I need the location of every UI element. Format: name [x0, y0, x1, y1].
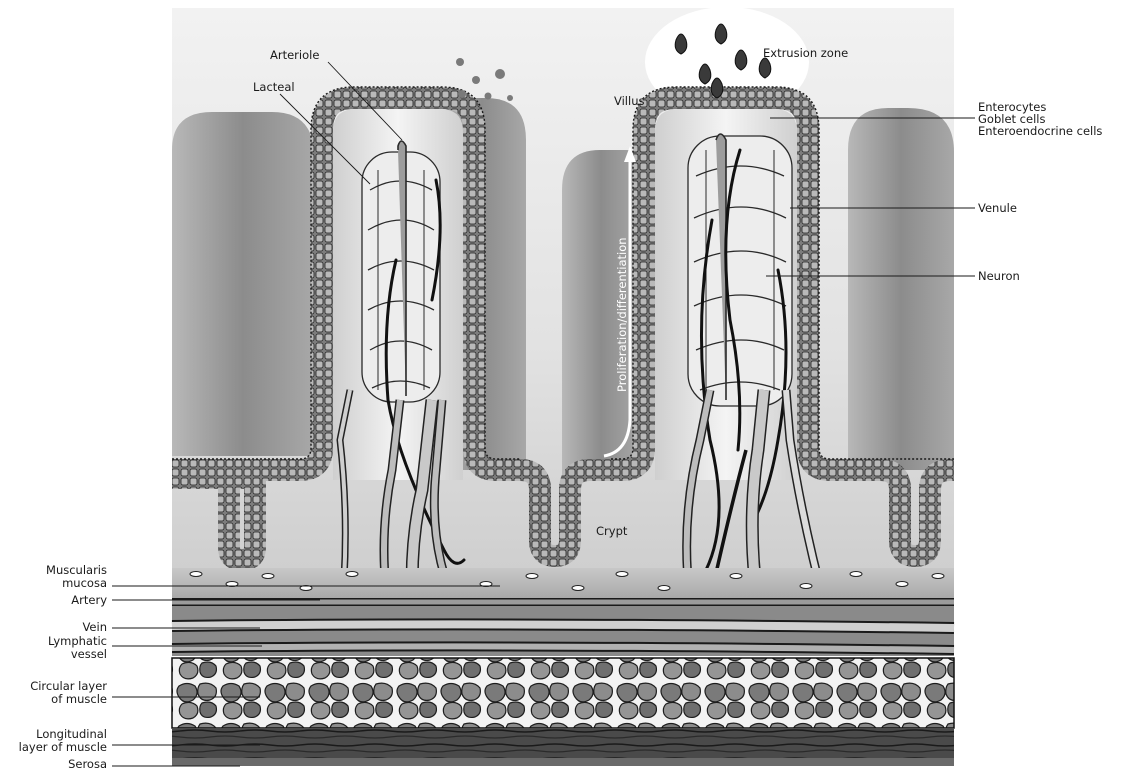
label-lymphatic-line2: vessel [71, 647, 107, 661]
background-villus-right [848, 108, 954, 470]
capillary-network-left [362, 141, 440, 402]
label-villus: Villus [614, 94, 644, 108]
label-longitudinal-line1: Longitudinal [36, 727, 107, 741]
longitudinal-muscle-layer [172, 728, 954, 758]
label-circular-line1: Circular layer [30, 679, 107, 693]
label-muscularis-line2: mucosa [62, 576, 107, 590]
label-neuron: Neuron [978, 269, 1020, 283]
label-longitudinal-line2: layer of muscle [19, 740, 107, 754]
label-arteriole: Arteriole [270, 48, 319, 62]
lymphatic-vessel-fill [172, 646, 954, 650]
label-artery: Artery [71, 593, 107, 607]
label-enteroendocrine-cells: Enteroendocrine cells [978, 124, 1102, 138]
label-vein: Vein [82, 620, 107, 634]
circular-muscle-layer [172, 658, 954, 728]
label-proliferation: Proliferation/differentiation [615, 237, 629, 392]
label-circular-line2: of muscle [51, 692, 107, 706]
label-lacteal: Lacteal [253, 80, 295, 94]
label-serosa: Serosa [68, 757, 107, 769]
label-muscularis-line1: Muscularis [46, 563, 107, 577]
label-lymphatic-line1: Lymphatic [48, 634, 107, 648]
label-venule: Venule [978, 201, 1017, 215]
label-extrusion-zone: Extrusion zone [763, 46, 848, 60]
background-villus-left [172, 112, 314, 456]
vein-vessel-fill [172, 624, 954, 628]
serosa-layer [172, 758, 954, 766]
muscularis-mucosa [172, 568, 954, 598]
label-crypt: Crypt [596, 524, 628, 538]
